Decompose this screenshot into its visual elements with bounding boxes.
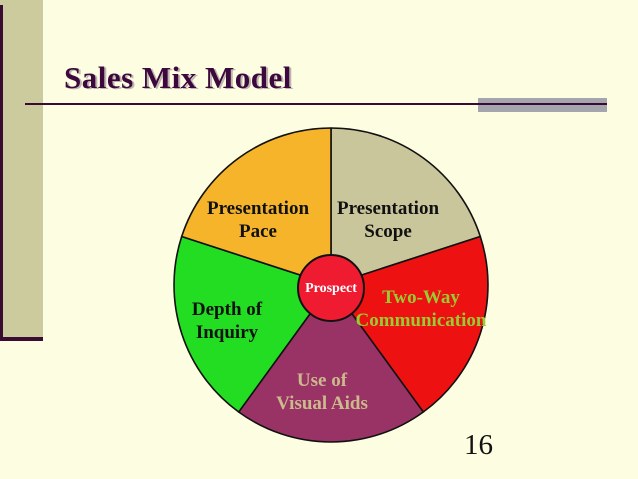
- label-line: Use of: [296, 370, 348, 391]
- left-accent-bar: [0, 0, 43, 341]
- pie-segment-presentation-pace: [180, 127, 332, 286]
- title-gray-accent-bar: [478, 98, 607, 112]
- label-line: Presentation: [336, 198, 440, 219]
- label-line: Two-Way: [382, 287, 460, 308]
- page-number: 16: [464, 429, 493, 461]
- segment-label-presentation-scope: Presentation Scope: [337, 197, 439, 243]
- label-line: Pace: [239, 221, 277, 242]
- label-line: Scope: [364, 221, 412, 242]
- segment-label-two-way-communication: Two-Way Communication: [356, 286, 487, 332]
- pie-segment-presentation-scope: [330, 127, 482, 286]
- pie-center-label: Prospect: [305, 281, 357, 296]
- label-line: Depth of: [191, 299, 263, 320]
- segment-label-depth-of-inquiry: Depth of Inquiry: [192, 298, 262, 344]
- segment-label-presentation-pace: Presentation Pace: [207, 197, 309, 243]
- label-line: Visual Aids: [276, 393, 368, 414]
- segment-label-use-of-visual-aids: Use of Visual Aids: [276, 369, 368, 415]
- pie-segment-use-of-visual-aids: [237, 284, 425, 443]
- label-line: Presentation: [206, 198, 310, 219]
- page-title: Sales Mix Model: [64, 60, 292, 95]
- title-underline: [25, 103, 607, 105]
- pie-center-circle: [297, 254, 365, 322]
- label-line: Inquiry: [195, 322, 259, 343]
- label-line: Communication: [355, 310, 487, 331]
- left-accent-stripe: [0, 5, 3, 341]
- pie-segment-depth-of-inquiry: [173, 235, 332, 413]
- pie-segment-two-way-communication: [330, 235, 489, 413]
